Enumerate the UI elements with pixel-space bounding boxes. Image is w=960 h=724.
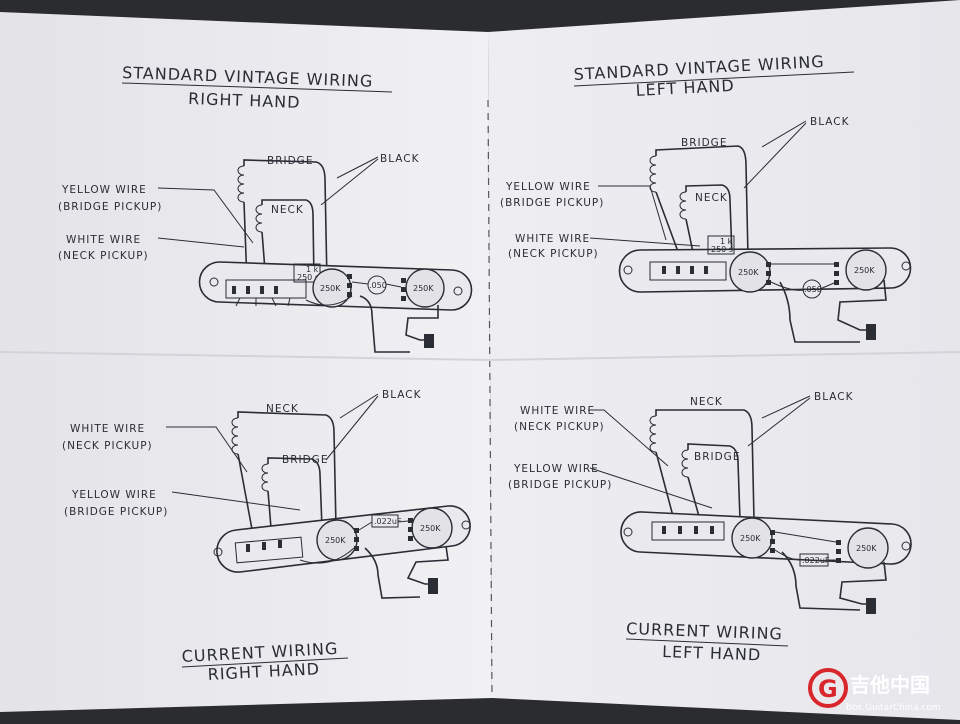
label-black: BLACK xyxy=(814,391,854,403)
resistor-label-top: 1 k xyxy=(306,265,319,274)
label-yellow-note: (BRIDGE PICKUP) xyxy=(500,197,604,209)
watermark-logo-icon xyxy=(808,668,848,708)
diagram-current-right: NECK BLACK BRIDGE WHITE WIRE (NECK PICKU… xyxy=(62,389,471,684)
volume-pot-label: 250K xyxy=(738,268,759,277)
watermark: G 吉他中国 bbs.GuitarChina.com xyxy=(808,668,941,713)
label-white-wire: WHITE WIRE xyxy=(70,423,145,435)
label-black: BLACK xyxy=(382,389,422,401)
label-black: BLACK xyxy=(810,116,850,128)
label-neck: NECK xyxy=(271,204,304,216)
capacitor-label: .022uF xyxy=(374,517,402,526)
capacitor-label: .050 xyxy=(804,285,822,294)
label-neck: NECK xyxy=(266,403,299,415)
tone-capacitor xyxy=(367,275,387,295)
diagram-vintage-right: STANDARD VINTAGE WIRING RIGHT HAND BRIDG… xyxy=(58,63,473,353)
selector-switch xyxy=(234,536,304,564)
label-white-wire: WHITE WIRE xyxy=(66,234,141,246)
diagram-subtitle: RIGHT HAND xyxy=(188,89,301,112)
volume-pot-label: 250K xyxy=(320,284,341,293)
label-white-wire: WHITE WIRE xyxy=(520,405,595,417)
diagram-vintage-left: STANDARD VINTAGE WIRING LEFT HAND BRIDGE… xyxy=(500,52,912,343)
resistor-label-bottom: 250 s xyxy=(711,245,733,254)
volume-pot-label: 250K xyxy=(325,536,346,545)
center-fold-line xyxy=(487,99,493,699)
label-white-wire: WHITE WIRE xyxy=(515,233,590,245)
selector-switch xyxy=(225,279,307,299)
volume-pot xyxy=(731,517,773,559)
resistor-label-bottom: 250 s xyxy=(297,273,319,282)
resistor-label-top: 1 k xyxy=(720,237,733,246)
diagram-current-left: NECK BLACK BRIDGE WHITE WIRE (NECK PICKU… xyxy=(508,391,912,664)
output-jack xyxy=(428,578,438,594)
label-yellow-note: (BRIDGE PICKUP) xyxy=(58,201,162,213)
label-bridge: BRIDGE xyxy=(694,451,740,463)
label-black: BLACK xyxy=(380,153,420,165)
output-jack xyxy=(866,324,876,340)
watermark-brand: 吉他中国 xyxy=(850,673,930,697)
tone-pot-label: 250K xyxy=(413,284,434,293)
selector-switch xyxy=(651,521,725,541)
resistor xyxy=(707,235,735,255)
capacitor-label: .050 xyxy=(369,281,387,290)
volume-pot-label: 250K xyxy=(740,534,761,543)
output-jack xyxy=(424,334,434,348)
label-bridge: BRIDGE xyxy=(681,137,727,149)
tone-pot-label: 250K xyxy=(420,524,441,533)
selector-switch xyxy=(649,261,727,281)
tone-capacitor xyxy=(371,514,399,528)
watermark-site: bbs.GuitarChina.com xyxy=(846,703,941,713)
label-bridge: BRIDGE xyxy=(282,454,328,466)
paper-right-half xyxy=(488,0,960,720)
label-white-note: (NECK PICKUP) xyxy=(508,248,599,260)
label-white-note: (NECK PICKUP) xyxy=(514,421,605,433)
watermark-logo-letter: G xyxy=(818,675,838,703)
tone-pot-label: 250K xyxy=(856,544,877,553)
label-yellow-wire: YELLOW WIRE xyxy=(505,181,591,193)
tone-pot-label: 250K xyxy=(854,266,875,275)
label-white-note: (NECK PICKUP) xyxy=(62,440,153,452)
output-jack xyxy=(866,598,876,614)
horizontal-fold xyxy=(0,351,960,362)
diagram-subtitle: LEFT HAND xyxy=(662,642,762,664)
label-yellow-wire: YELLOW WIRE xyxy=(513,463,599,475)
label-yellow-note: (BRIDGE PICKUP) xyxy=(64,506,168,518)
label-yellow-wire: YELLOW WIRE xyxy=(71,489,157,501)
label-neck: NECK xyxy=(695,192,728,204)
capacitor-label: .022uF xyxy=(802,556,830,565)
tone-pot xyxy=(845,249,887,291)
label-neck: NECK xyxy=(690,396,723,408)
label-yellow-note: (BRIDGE PICKUP) xyxy=(508,479,612,491)
label-white-note: (NECK PICKUP) xyxy=(58,250,149,262)
tone-pot xyxy=(847,527,889,569)
paper-left-half xyxy=(0,12,492,712)
label-yellow-wire: YELLOW WIRE xyxy=(61,184,147,196)
